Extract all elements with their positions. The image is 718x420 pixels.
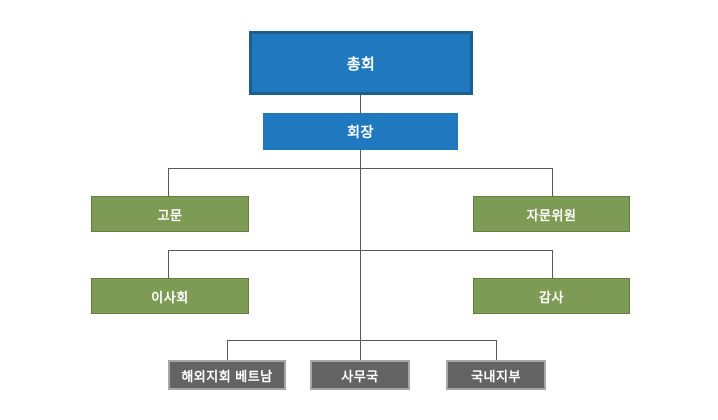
org-node-board-of-directors[interactable]: 이사회 [91, 278, 249, 314]
connector-drop-domestic [496, 340, 497, 360]
org-node-overseas-branch-vietnam-label: 해외지회 베트남 [181, 368, 273, 384]
org-node-domestic-branch-label: 국내지부 [471, 368, 521, 384]
connector-drop-secretariat [360, 340, 361, 360]
org-node-secretariat-label: 사무국 [341, 368, 379, 384]
connector-drop-auditor [552, 250, 553, 278]
org-node-advisor-label: 고문 [157, 207, 183, 223]
connector-bus-level3 [168, 168, 553, 169]
connector-assembly-to-chair [360, 95, 361, 113]
org-node-advisory-committee[interactable]: 자문위원 [473, 196, 630, 232]
org-node-auditor-label: 감사 [539, 289, 564, 305]
org-node-auditor[interactable]: 감사 [473, 278, 630, 314]
connector-drop-board [168, 250, 169, 278]
org-node-board-of-directors-label: 이사회 [151, 289, 189, 305]
org-node-chairperson-label: 회장 [347, 123, 374, 140]
org-node-secretariat[interactable]: 사무국 [310, 360, 410, 390]
org-node-domestic-branch[interactable]: 국내지부 [446, 360, 546, 390]
connector-bus-level5 [227, 340, 497, 341]
connector-bus-level4 [168, 250, 553, 251]
org-node-assembly-label: 총회 [346, 55, 376, 73]
connector-drop-advisor [168, 168, 169, 196]
org-node-advisory-committee-label: 자문위원 [526, 207, 577, 223]
connector-drop-vietnam [227, 340, 228, 360]
connector-chair-trunk [360, 150, 361, 340]
org-node-assembly[interactable]: 총회 [249, 31, 473, 95]
org-node-advisor[interactable]: 고문 [91, 196, 249, 232]
org-node-overseas-branch-vietnam[interactable]: 해외지회 베트남 [168, 360, 286, 390]
connector-drop-committee [552, 168, 553, 196]
org-node-chairperson[interactable]: 회장 [263, 113, 458, 150]
